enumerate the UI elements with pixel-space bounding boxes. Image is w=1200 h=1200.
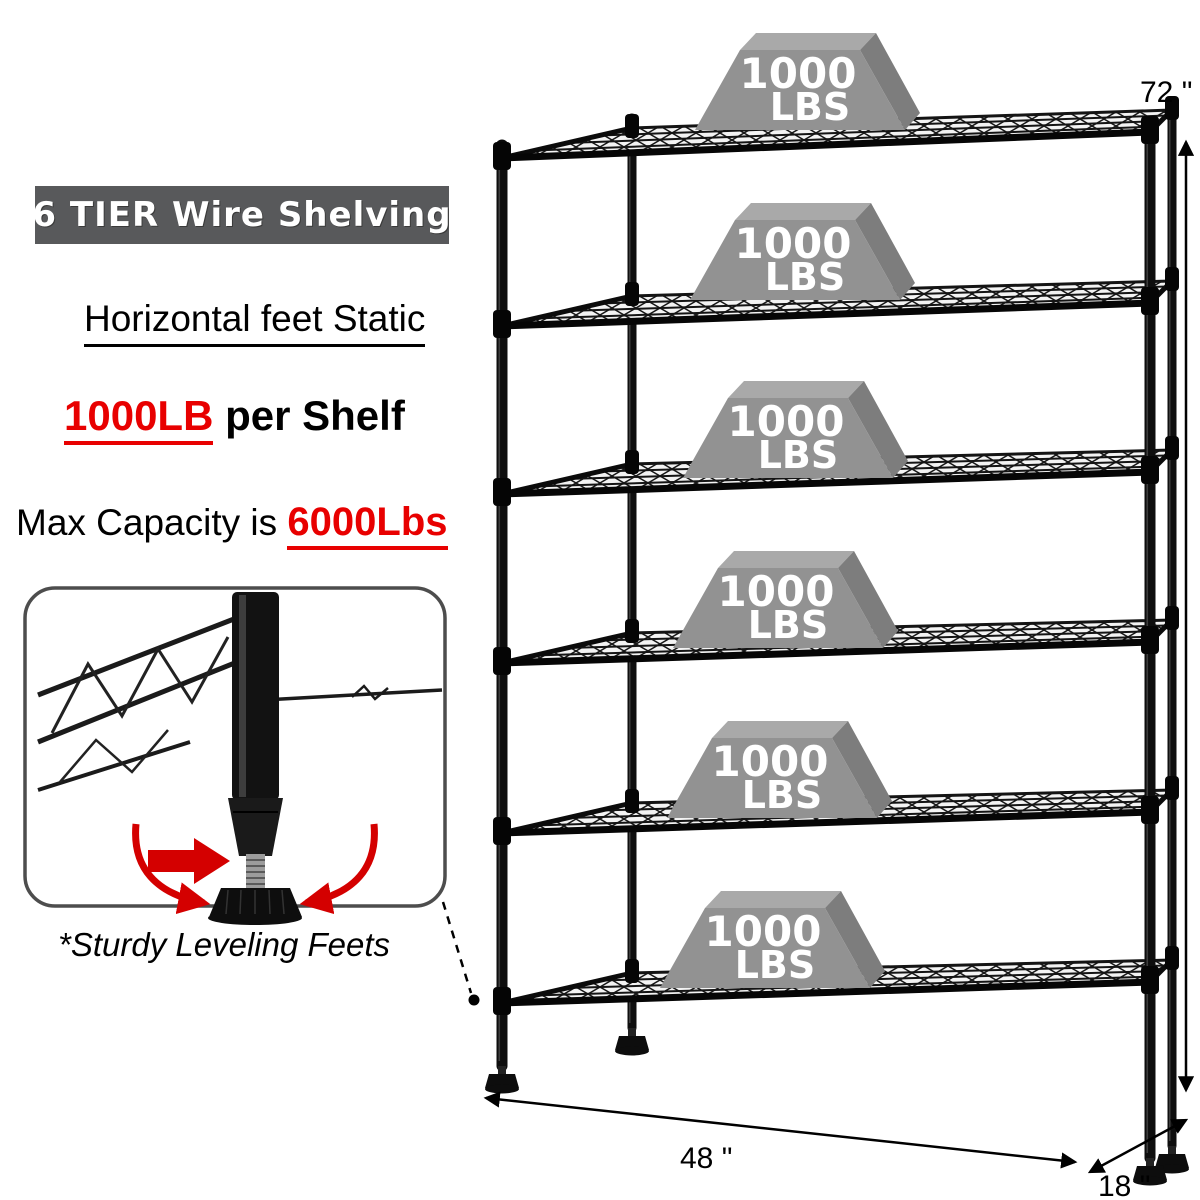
rotation-arrows [132,823,378,915]
post-collar [1141,456,1159,484]
post-collar [1141,626,1159,654]
rack-post-front [485,139,519,1094]
weight-label-line1: 1000 [740,49,857,98]
weight-label-line2: LBS [748,603,829,647]
post-collar [625,789,639,813]
rack-post-back [615,113,649,1056]
post-collar [625,619,639,643]
leveling-foot-inset [23,586,447,925]
leveling-foot-stem [498,1066,506,1075]
red-arrow-curve-left-icon [132,823,211,915]
weight-label-line1: 1000 [718,567,835,616]
post-collar [1141,966,1159,994]
leveling-foot-knob [615,1036,649,1050]
inset-shelf-wires [37,609,443,792]
post-collar [1141,116,1159,144]
capacity-highlight: 6000Lbs [287,500,448,550]
width-dimension-label: 48 " [680,1142,732,1175]
feature-leveling-note: *Sturdy Leveling Feets [58,926,391,963]
post-collar [493,987,511,1015]
depth-dimension-arrow [1087,1118,1189,1174]
post-collar [1165,436,1179,460]
weight-label-line2: LBS [742,773,823,817]
rack-post-back [1155,97,1189,1174]
post-collar [625,959,639,983]
width-dimension-arrow [483,1091,1078,1169]
weight-label-line2: LBS [735,943,816,987]
per-shelf-highlight: 1000LB [64,392,214,445]
depth-dimension-label: 18 " [1098,1170,1150,1200]
callout-dashed-line [441,901,473,994]
leveling-foot-stem [628,1028,636,1037]
leveling-foot-base [1133,1176,1167,1186]
inset-leveling-foot [208,854,302,925]
leveling-foot-stem [1146,1158,1154,1167]
feature-per-shelf: 1000LB per Shelf [64,392,405,445]
red-arrow-right-icon [148,838,230,884]
per-shelf-suffix: per Shelf [213,392,405,439]
product-title-badge: 6 TIER Wire Shelving [32,186,451,244]
weight-label-line2: LBS [758,433,839,477]
wire-shelving-rack: 1000LBS1000LBS1000LBS1000LBS1000LBS1000L… [485,33,1189,1186]
post-collar [1165,776,1179,800]
callout-dot [468,994,480,1006]
weight-label-line1: 1000 [735,219,852,268]
callout-connector [441,901,480,1006]
weight-label-line2: LBS [765,255,846,299]
leveling-foot-knob [485,1074,519,1088]
dimension-annotations: 72 " 48 " 18 " [483,76,1195,1200]
post-collar [1165,267,1179,291]
weight-label-line1: 1000 [728,397,845,446]
post-collar [625,282,639,306]
leveling-foot-base [615,1046,649,1056]
height-dimension-label: 72 " [1140,76,1192,109]
red-arrow-curve-right-icon [299,823,378,915]
weight-label-line2: LBS [770,85,851,129]
post-collar [493,142,511,170]
weight-label-line1: 1000 [712,737,829,786]
weight-label-line1: 1000 [705,907,822,956]
post-collar [493,647,511,675]
post-collar [625,114,639,138]
post-collar [493,817,511,845]
post-collar [1141,796,1159,824]
leveling-foot-base [485,1084,519,1094]
capacity-prefix: Max Capacity is [16,502,288,543]
post-collar [1141,287,1159,315]
feature-feet-static: Horizontal feet Static [84,298,426,347]
post-collar [493,478,511,506]
inset-pole [228,592,283,856]
post-collar [1165,606,1179,630]
feature-max-capacity: Max Capacity is 6000Lbs [16,500,448,550]
post-collar [1165,946,1179,970]
post-collar [493,310,511,338]
leveling-foot-stem [1168,1146,1176,1155]
post-collar [625,450,639,474]
post-collar [1165,96,1179,120]
